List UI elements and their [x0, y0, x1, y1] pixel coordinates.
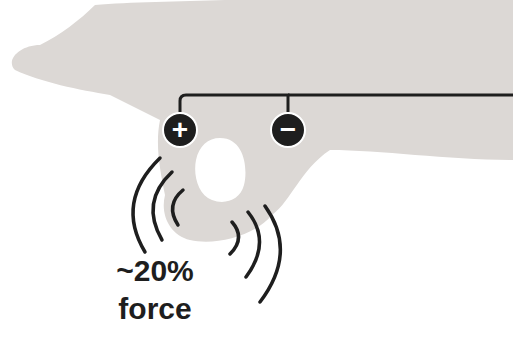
- force-label: ~20% force: [95, 252, 215, 328]
- electrode-wire: [180, 95, 288, 112]
- electrode-circle: −: [270, 112, 306, 148]
- lead-wire: [288, 94, 513, 97]
- polarity-sign: −: [280, 116, 296, 144]
- polarity-sign: +: [172, 116, 188, 144]
- electrode-circle: +: [162, 112, 198, 148]
- hand-silhouette: [12, 0, 513, 242]
